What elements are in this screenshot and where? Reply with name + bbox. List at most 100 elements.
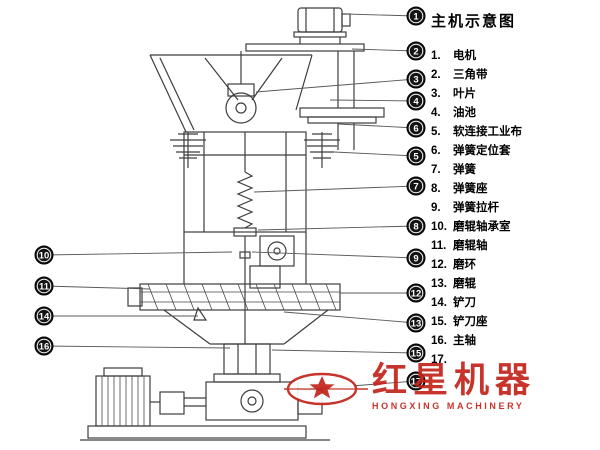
legend-item-label: 弹簧	[453, 164, 476, 176]
callout-leader-line	[43, 251, 233, 256]
callout-9: 9	[406, 248, 426, 268]
legend-item: 16.主轴	[431, 332, 599, 351]
legend-item-label: 铲刀座	[453, 316, 488, 328]
svg-text:15: 15	[411, 348, 422, 359]
legend-item-number: 14.	[431, 297, 447, 309]
legend-item-number: 7.	[431, 164, 441, 176]
legend-item: 1. 电机	[431, 47, 599, 66]
legend-item-label: 电机	[453, 50, 476, 62]
legend-item-number: 10.	[431, 221, 447, 233]
callout-12: 12	[406, 283, 426, 303]
callout-6: 6	[406, 118, 426, 138]
callout-14: 14	[34, 306, 54, 326]
roller-bearing-chamber	[127, 235, 295, 307]
brand-name-cn: 红星机器	[372, 361, 537, 400]
legend-item-number: 15.	[431, 316, 447, 328]
base-frame	[80, 425, 330, 441]
svg-text:5: 5	[413, 151, 419, 162]
legend-item: 8. 弹簧座	[431, 180, 599, 199]
callout-leader-line	[345, 13, 417, 17]
legend-item: 13.磨辊	[431, 275, 599, 294]
callout-leader-line	[255, 78, 417, 93]
svg-text:3: 3	[413, 74, 418, 85]
callout-7: 7	[406, 176, 426, 196]
svg-text:6: 6	[413, 123, 418, 134]
callout-4: 4	[406, 91, 426, 111]
legend-panel: 主机示意图 1. 电机 2. 三角带 3. 叶片 4. 油池 5. 软连接工业布 6. 弹簧定位套 7.…	[431, 6, 599, 370]
legend-item-label: 主轴	[453, 335, 476, 347]
callout-5: 5	[406, 146, 426, 166]
legend-item: 2. 三角带	[431, 66, 599, 85]
legend-item-label: 磨辊轴	[453, 240, 488, 252]
legend-item-number: 13.	[431, 278, 447, 290]
callout-leader-line	[333, 151, 417, 157]
legend-item: 9.弹簧拉杆	[431, 199, 599, 218]
legend-list: 1. 电机 2. 三角带 3. 叶片 4. 油池 5. 软连接工业布 6. 弹簧定位套 7. 弹簧 8. 弹簧…	[431, 47, 599, 370]
svg-text:9: 9	[413, 253, 418, 264]
legend-item: 11. 磨辊轴	[431, 237, 599, 256]
bottom-motor	[95, 367, 151, 427]
legend-item: 6. 弹簧定位套	[431, 142, 599, 161]
legend-item-label: 三角带	[453, 69, 488, 81]
legend-item-label: 弹簧座	[453, 183, 488, 195]
legend-item-number: 17.	[431, 354, 447, 366]
legend-item-label: 软连接工业布	[453, 126, 522, 138]
callout-leader-line	[43, 285, 151, 290]
svg-text:2: 2	[413, 46, 418, 57]
svg-text:11: 11	[39, 281, 50, 292]
legend-item-number: 1.	[431, 50, 441, 62]
legend-item-label: 油池	[453, 107, 476, 119]
svg-text:14: 14	[39, 311, 50, 322]
legend-item-label: 弹簧拉杆	[453, 202, 499, 214]
legend-item-number: 5.	[431, 126, 441, 138]
svg-text:1: 1	[413, 11, 419, 22]
legend-item-number: 2.	[431, 69, 441, 81]
main-shaft-base	[213, 343, 281, 383]
callout-leader-line	[351, 48, 417, 52]
svg-text:4: 4	[413, 96, 419, 107]
legend-item-label: 弹簧定位套	[453, 145, 511, 157]
legend-item: 7. 弹簧	[431, 161, 599, 180]
svg-text:12: 12	[411, 288, 422, 299]
brand-name-en: HONGXING MACHINERY	[372, 401, 525, 411]
legend-item-number: 12.	[431, 259, 447, 271]
center-spring-and-rod	[233, 132, 257, 272]
legend-item-number: 11.	[431, 240, 447, 252]
diagram-title: 主机示意图	[431, 13, 517, 30]
brand-text-block: 红星机器 HONGXING MACHINERY	[372, 361, 537, 412]
svg-text:10: 10	[39, 250, 50, 261]
legend-item-label: 磨辊轴承室	[453, 221, 511, 233]
callout-15: 15	[406, 343, 426, 363]
legend-item: 14. 铲刀	[431, 294, 599, 313]
legend-item-number: 8.	[431, 183, 441, 195]
legend-item-number: 3.	[431, 88, 441, 100]
upper-casing	[149, 54, 313, 133]
callout-17: 17	[406, 371, 426, 391]
svg-text:7: 7	[413, 181, 418, 192]
hongxing-logo-icon	[284, 372, 368, 406]
callout-leader-line	[283, 311, 417, 324]
svg-text:8: 8	[413, 221, 418, 232]
legend-item-label: 铲刀	[453, 297, 476, 309]
callout-leader-line	[253, 185, 417, 193]
legend-item: 4. 油池	[431, 104, 599, 123]
callout-13: 13	[406, 313, 426, 333]
callout-leader-line	[43, 345, 231, 349]
shovel-and-cone	[163, 272, 329, 345]
callout-8: 8	[406, 216, 426, 236]
top-motor-assembly	[245, 7, 365, 52]
svg-text:16: 16	[39, 341, 50, 352]
callout-11: 11	[34, 276, 54, 296]
legend-item-number: 6.	[431, 145, 441, 157]
legend-item-number: 4.	[431, 107, 441, 119]
svg-text:13: 13	[411, 318, 422, 329]
callout-16: 16	[34, 336, 54, 356]
callout-leader-line	[251, 251, 417, 259]
svg-text:17: 17	[411, 376, 422, 387]
legend-item-label: 磨环	[453, 259, 476, 271]
legend-item: 17.	[431, 351, 599, 370]
legend-item-label: 叶片	[453, 88, 476, 100]
